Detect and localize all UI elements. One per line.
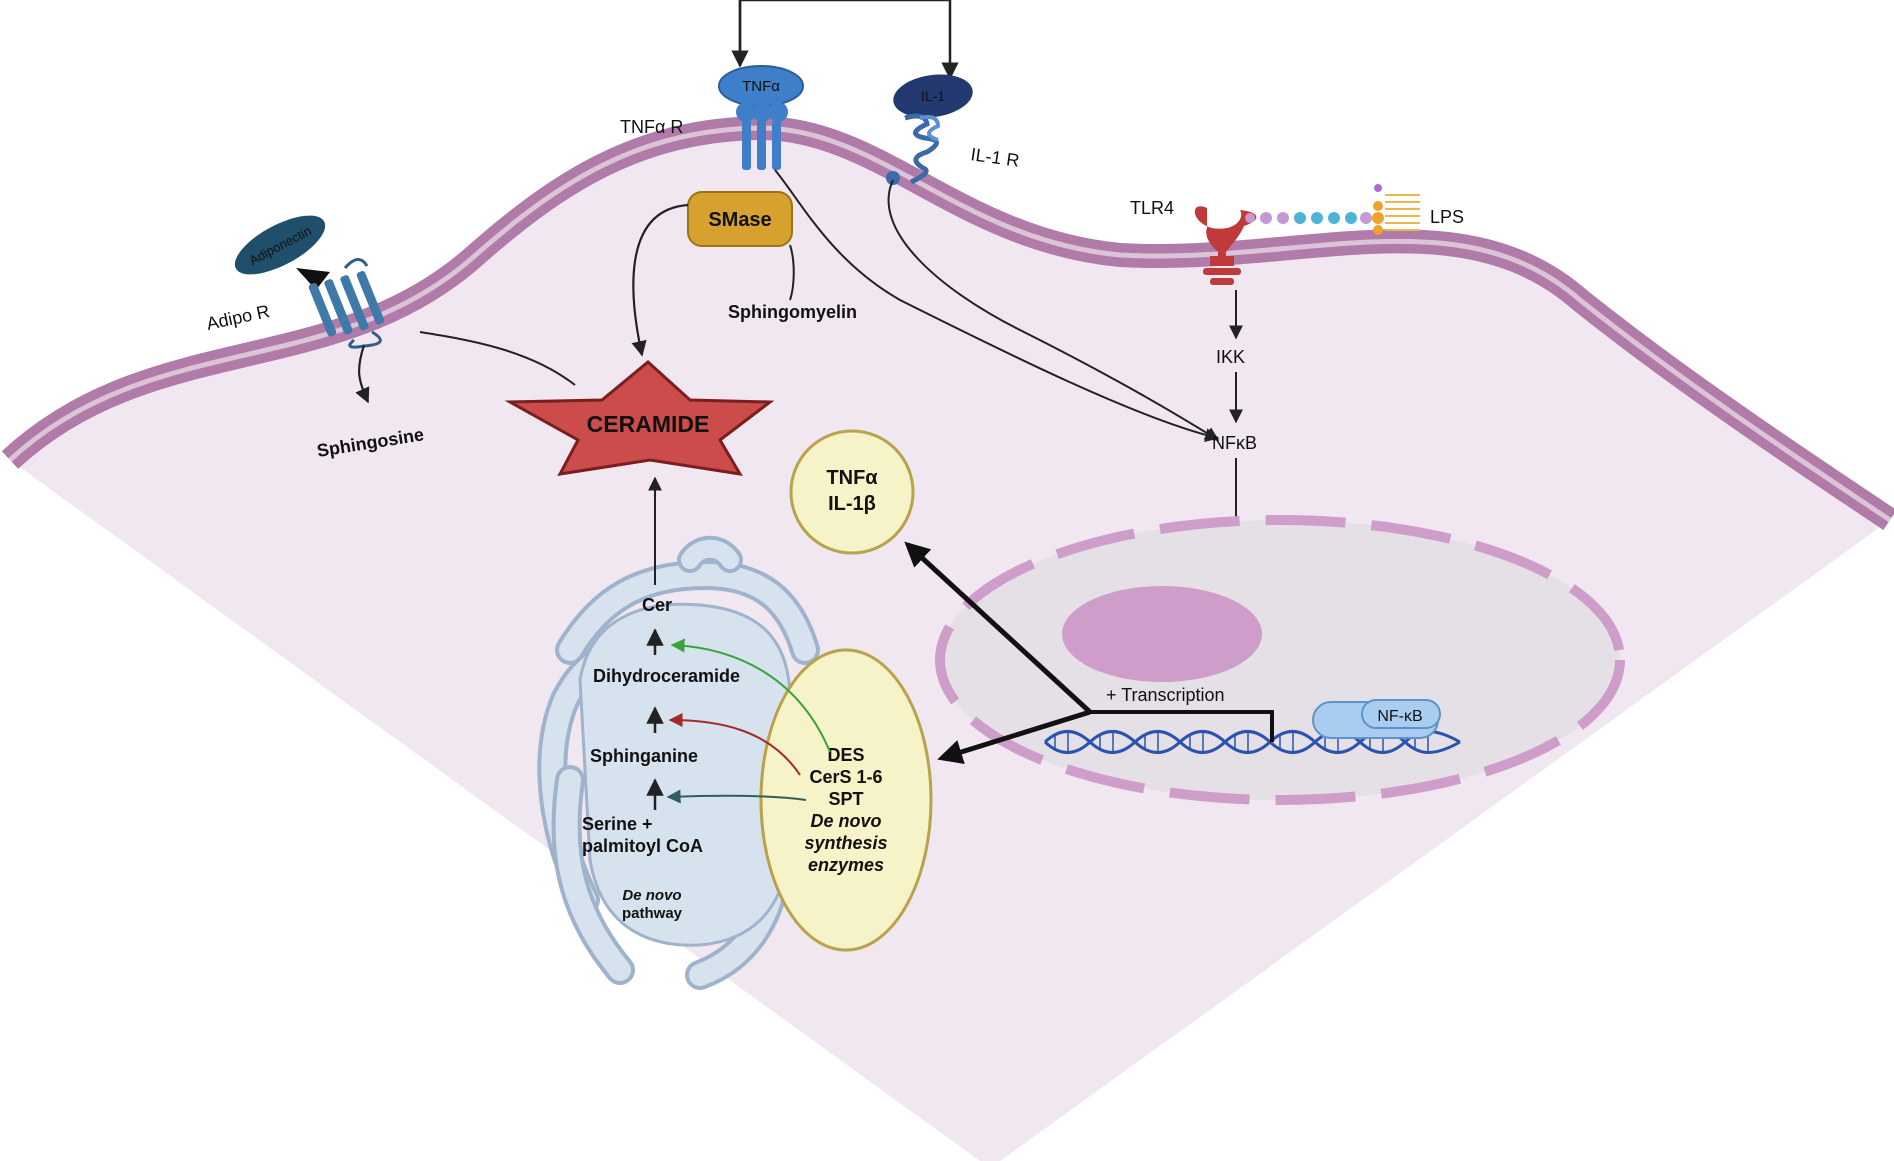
tlr4-receptor [1194,206,1257,285]
dihydroceramide-label: Dihydroceramide [593,666,740,686]
denovo-enzymes-oval [759,648,933,952]
adipo-receptor: Adiponectin [234,215,385,349]
cytokine-output [789,429,915,555]
serine-label-line2: palmitoyl CoA [582,836,703,856]
cytokine-input-bracket [731,0,959,80]
lps-molecule [1245,184,1420,235]
il1-ligand [893,74,973,118]
nucleus [935,515,1625,805]
cytokine-il1b-label: IL-1β [828,493,876,515]
cer-label: Cer [642,595,672,615]
il1-receptor-complex: IL-1 [886,74,973,185]
enzymes-line1: De novo [810,811,881,831]
nfkb-cyto-label: NFκB [1212,433,1257,453]
des-label: DES [827,745,864,765]
cers-label: CerS 1-6 [809,767,882,787]
cytokine-tnfa-label: TNFα [826,467,878,489]
ceramide-star [504,360,775,476]
ceramide-label: CERAMIDE [587,411,710,437]
enzymes-line3: enzymes [808,855,884,875]
denovo-pathway-line1: De novo [622,887,681,904]
adiponectin-ligand [234,215,326,275]
nfkb-nuclear-label: NF-κB [1377,708,1422,725]
sphinganine-label: Sphinganine [590,746,698,766]
sphingomyelin-label: Sphingomyelin [728,302,857,322]
enzymes-line2: synthesis [804,833,887,853]
plasma-membrane-inner [8,125,1892,523]
spt-label: SPT [828,789,863,809]
smase-enzyme [687,191,793,247]
il1-receptor-label: IL-1 R [969,144,1020,171]
serine-label-line1: Serine + [582,814,653,834]
il1-ligand-label: IL-1 [921,88,945,104]
tnfa-ligand-label: TNFα [742,78,780,95]
lps-label: LPS [1430,207,1464,227]
nucleolus [1062,586,1262,682]
adipo-receptor-label: Adipo R [205,301,272,334]
ikk-label: IKK [1216,347,1245,367]
smase-label: SMase [708,209,771,231]
transcription-label: + Transcription [1106,685,1225,705]
tnfa-receptor-label: TNFα R [620,117,683,137]
tlr4-label: TLR4 [1130,198,1174,218]
tnfa-receptor-complex: TNFα [718,65,804,170]
denovo-pathway-line2: pathway [622,905,683,922]
